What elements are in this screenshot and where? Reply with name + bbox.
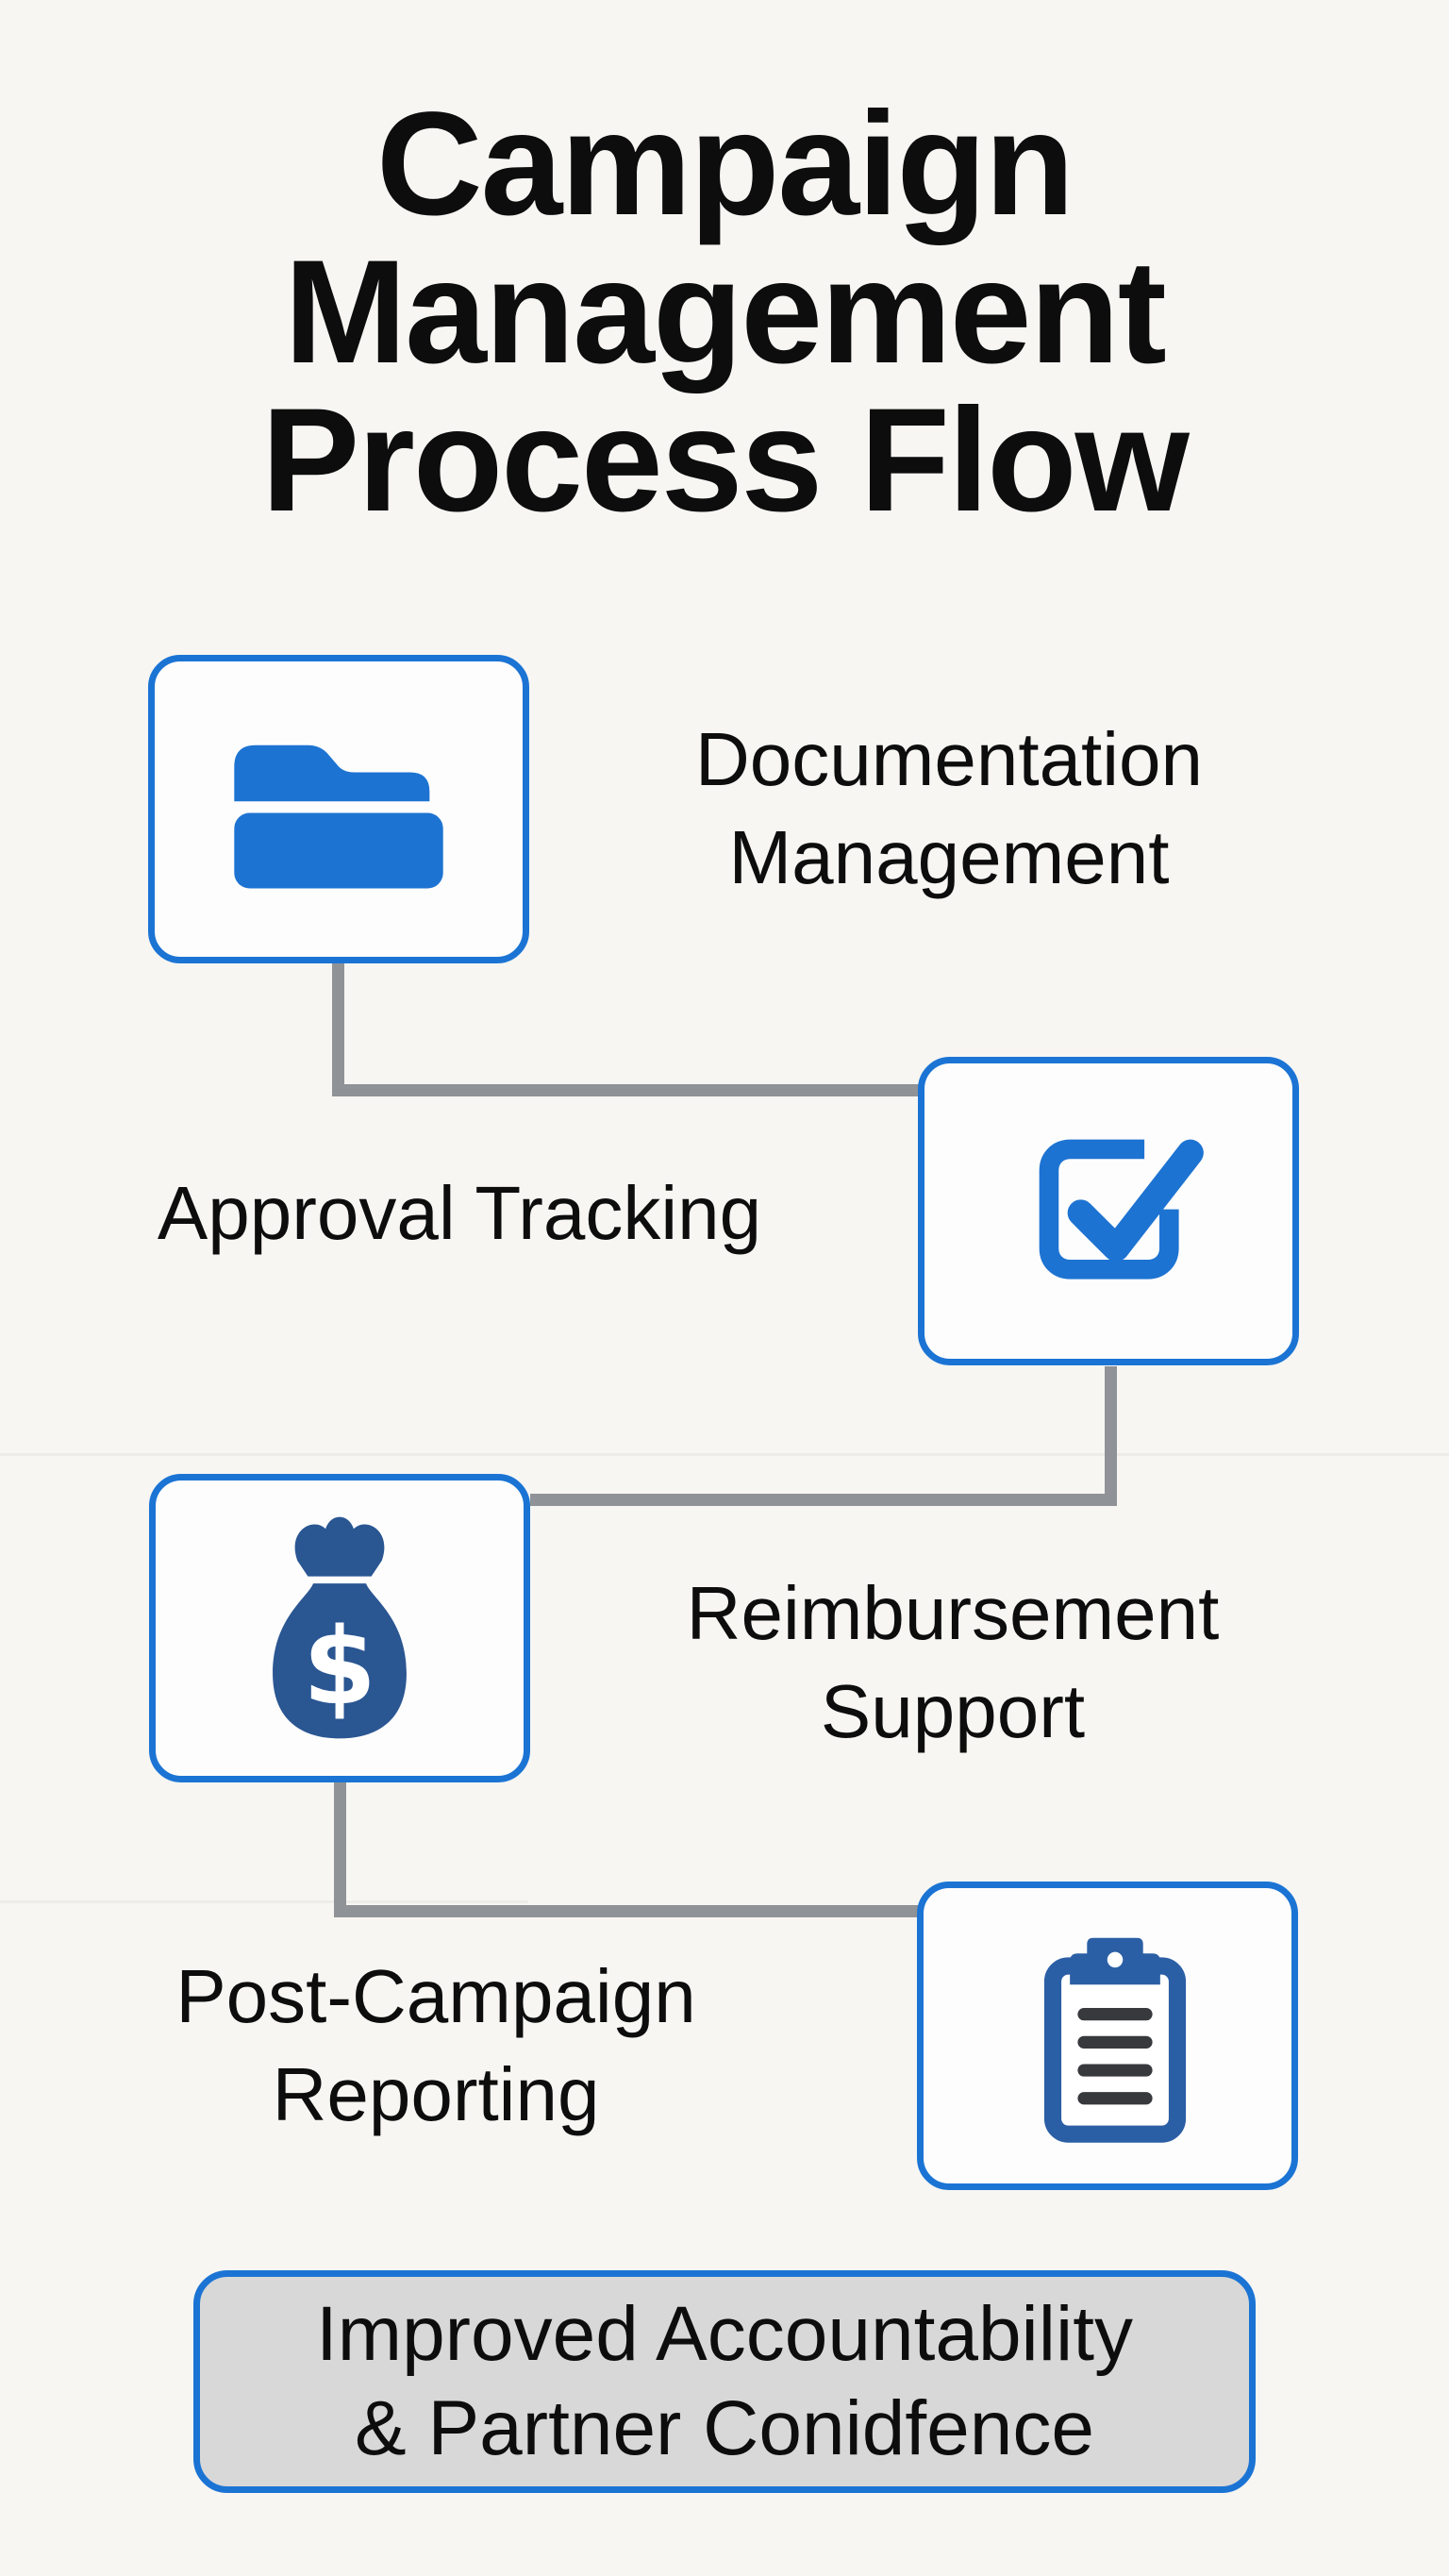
paper-crease — [0, 1453, 1449, 1456]
step-box-documentation — [148, 655, 529, 963]
outcome-line-1: Improved Accountability — [315, 2291, 1133, 2377]
title-line-1: Campaign — [375, 82, 1074, 246]
title-line-3: Process Flow — [261, 378, 1190, 543]
step-label-line: Reimbursement — [686, 1571, 1220, 1655]
checkbox-icon — [1039, 1139, 1204, 1280]
step-label-approval: Approval Tracking — [158, 1164, 761, 1263]
step-box-approval — [918, 1057, 1299, 1365]
step-label-reimbursement: Reimbursement Support — [687, 1564, 1220, 1761]
connector-2-horizontal — [530, 1494, 1117, 1506]
step-label-line: Approval Tracking — [157, 1171, 762, 1255]
title-line-2: Management — [284, 230, 1167, 394]
step-label-line: Management — [728, 815, 1170, 899]
connector-3-horizontal — [334, 1905, 919, 1917]
connector-2-vertical — [1105, 1366, 1117, 1506]
page-title: Campaign Management Process Flow — [0, 91, 1449, 535]
step-label-line: Support — [820, 1669, 1086, 1753]
money-bag-icon: $ — [273, 1516, 407, 1739]
outcome-line-2: & Partner Conidfence — [354, 2385, 1094, 2471]
connector-1-vertical — [332, 962, 344, 1096]
step-label-reporting: Post-Campaign Reporting — [175, 1948, 695, 2144]
outcome-box: Improved Accountability & Partner Conidf… — [193, 2270, 1256, 2493]
paper-crease — [0, 1900, 528, 1903]
clipboard-icon — [1043, 1937, 1187, 2143]
step-label-documentation: Documentation Management — [695, 711, 1203, 907]
step-label-line: Post-Campaign — [175, 1954, 696, 2038]
connector-1-horizontal — [332, 1084, 920, 1096]
folder-icon — [234, 744, 443, 889]
dollar-sign: $ — [303, 1606, 376, 1729]
step-label-line: Reporting — [272, 2052, 600, 2136]
step-label-line: Documentation — [694, 717, 1204, 801]
connector-3-vertical — [334, 1782, 346, 1917]
